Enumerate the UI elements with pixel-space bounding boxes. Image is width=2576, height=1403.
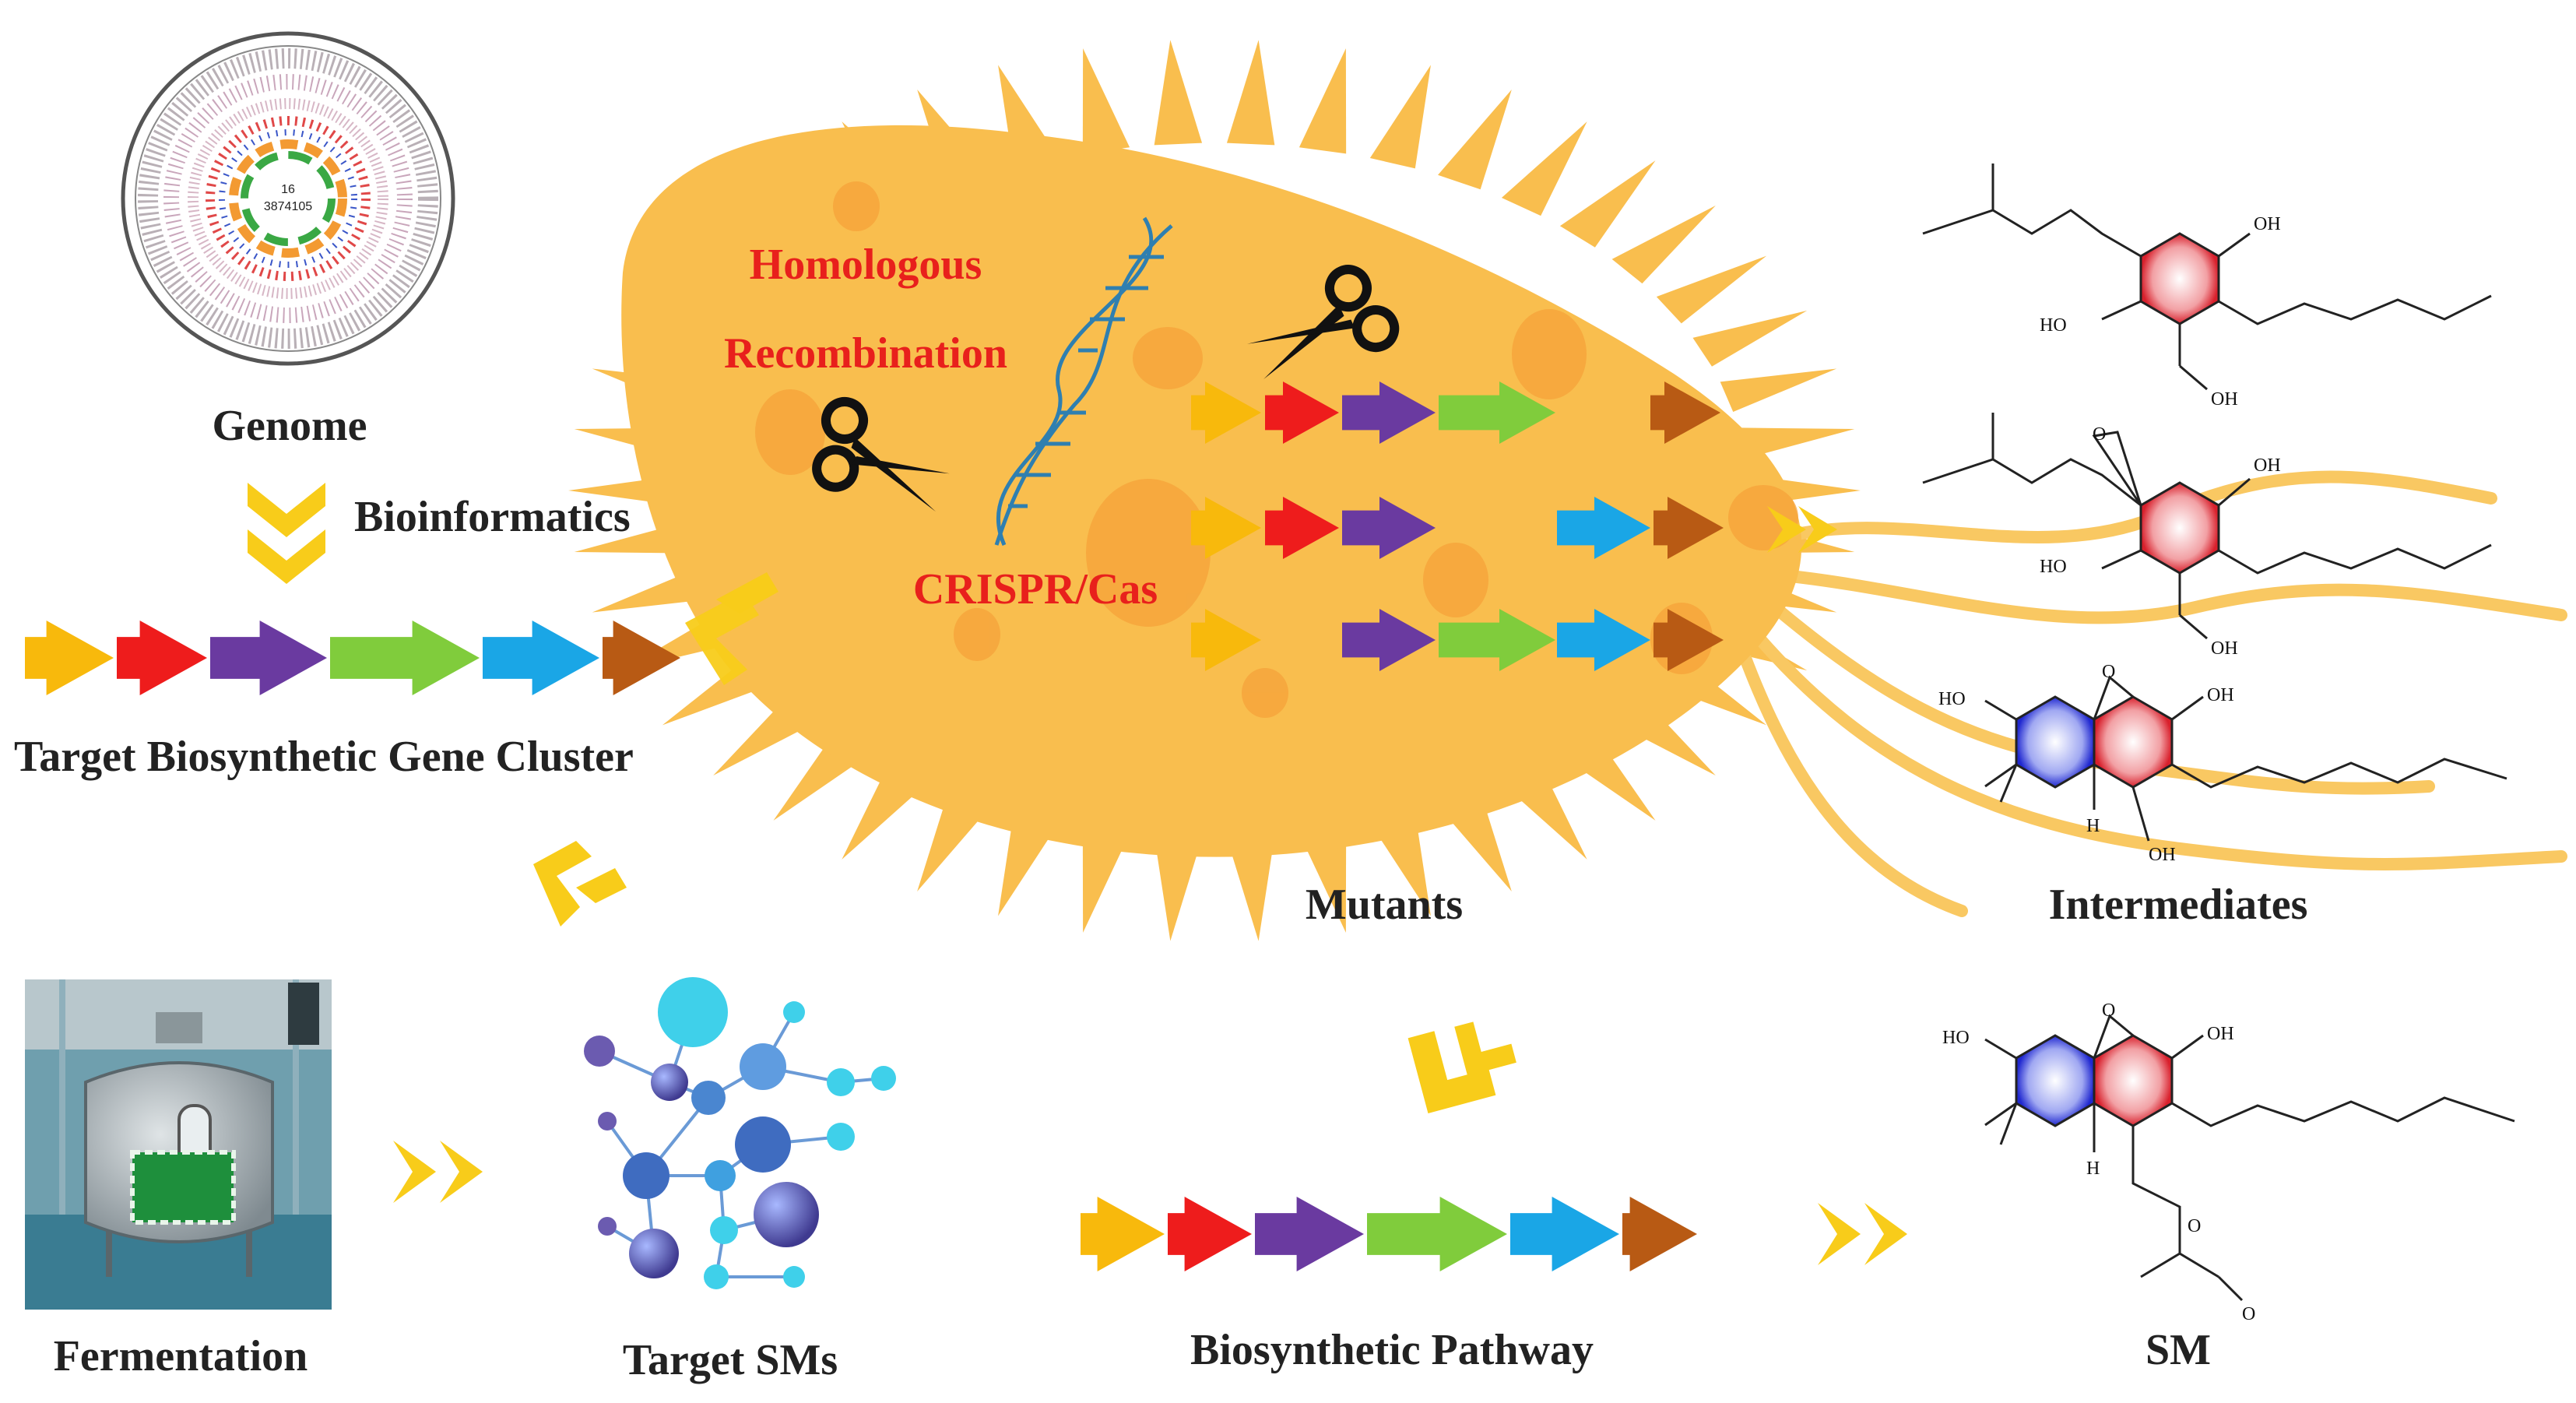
chevron-right-icon-2 <box>1767 506 1837 553</box>
label-intermediates: Intermediates <box>2049 881 2308 929</box>
cluster-gene-5 <box>483 621 599 695</box>
mutant-1-gene-3 <box>1342 382 1436 444</box>
label-genome: Genome <box>212 402 367 450</box>
mutant-gene-arrows <box>1191 382 1724 671</box>
chem-oh-2b: OH <box>2254 455 2281 476</box>
intermediate-structure-3 <box>1984 675 2507 842</box>
label-target-cluster: Target Biosynthetic Gene Cluster <box>14 733 634 781</box>
mutant-2-gene-1 <box>1191 497 1261 559</box>
cell-spike <box>1501 121 1587 216</box>
cell-spike <box>1226 40 1275 146</box>
mutant-1-gene-1 <box>1191 382 1261 444</box>
cell-spike <box>1438 90 1512 190</box>
genome-center-line1: 16 <box>281 183 295 196</box>
intermediate-structure-1 <box>1922 164 2492 391</box>
chem-o-2a: O <box>2093 424 2106 445</box>
cell-spike <box>1559 160 1656 248</box>
cluster-gene-4 <box>330 621 480 695</box>
bioreactor-icon <box>25 979 332 1310</box>
cell-spike <box>1299 827 1347 933</box>
chevron-right-icon <box>685 572 778 685</box>
cell-spike <box>1720 368 1837 412</box>
dna-helix-icon <box>994 216 1173 547</box>
chevron-left-icon <box>533 841 627 927</box>
scissors-icon-2 <box>1247 265 1400 380</box>
cluster-gene-3 <box>210 621 327 695</box>
cell-spike <box>1692 310 1808 367</box>
chem-ho-sm-a: HO <box>1942 1028 1970 1048</box>
sm-structure <box>1984 1014 2515 1302</box>
cell-body <box>621 125 1802 857</box>
chem-h-3d: H <box>2086 816 2100 836</box>
genome-center-line2: 3874105 <box>264 200 312 213</box>
chem-oh-1a: OH <box>2254 214 2281 234</box>
chem-o-3b: O <box>2102 662 2115 682</box>
mutant-2-gene-5 <box>1557 497 1650 559</box>
chem-ho-2c: HO <box>2040 557 2067 577</box>
label-homologous-2: Recombination <box>724 329 1007 378</box>
biosynthetic-pathway-arrows <box>1081 1197 1697 1271</box>
mutant-2-gene-2 <box>1265 497 1339 559</box>
label-sm: SM <box>2145 1326 2211 1374</box>
chem-oh-1c: OH <box>2211 389 2238 410</box>
cell-spike <box>1154 835 1203 941</box>
cell-spike <box>1656 255 1767 324</box>
chem-oh-3e: OH <box>2149 845 2176 865</box>
chem-oh-sm-c: OH <box>2207 1024 2234 1044</box>
cell-spike <box>1299 48 1347 154</box>
chevron-right-icon-3 <box>393 1141 483 1203</box>
cluster-gene-1 <box>25 621 114 695</box>
chem-oh-2d: OH <box>2211 638 2238 659</box>
mutant-3-gene-3 <box>1342 609 1436 671</box>
chem-ho-1b: HO <box>2040 315 2067 336</box>
pathway-gene-1 <box>1081 1197 1165 1271</box>
label-fermentation: Fermentation <box>54 1332 308 1380</box>
label-homologous-1: Homologous <box>750 241 982 289</box>
chem-o-sm-e: O <box>2188 1216 2201 1236</box>
mutant-1-gene-2 <box>1265 382 1339 444</box>
cluster-gene-2 <box>117 621 207 695</box>
pathway-gene-3 <box>1255 1197 1364 1271</box>
pathway-gene-5 <box>1510 1197 1619 1271</box>
mutant-3-gene-5 <box>1557 609 1650 671</box>
chem-o-sm-f: O <box>2242 1304 2255 1324</box>
chem-o-sm-b: O <box>2102 1000 2115 1021</box>
label-mutants: Mutants <box>1306 881 1463 929</box>
pathway-gene-2 <box>1168 1197 1252 1271</box>
chevron-down-icon <box>248 483 325 584</box>
label-pathway: Biosynthetic Pathway <box>1190 1326 1594 1374</box>
cluster-gene-6 <box>603 621 680 695</box>
cell-spike <box>1369 65 1431 169</box>
target-gene-cluster <box>25 621 680 695</box>
label-crispr: CRISPR/Cas <box>913 565 1158 614</box>
mutant-2-gene-3 <box>1342 497 1436 559</box>
cell-spike <box>1082 827 1130 933</box>
cell-spike <box>1154 40 1203 146</box>
label-bioinformatics: Bioinformatics <box>354 493 631 541</box>
mutant-3-gene-1 <box>1191 609 1261 671</box>
mutant-1-gene-6 <box>1650 382 1720 444</box>
intermediate-structure-2 <box>1922 413 2492 640</box>
cell-spike <box>1082 48 1130 154</box>
genome-map: 16 3874105 <box>121 31 455 366</box>
pathway-gene-4 <box>1367 1197 1507 1271</box>
cell-spike <box>1226 835 1275 941</box>
chevron-right-icon-4 <box>1818 1203 1907 1265</box>
chem-oh-3c: OH <box>2207 685 2234 705</box>
mutant-3-gene-6 <box>1653 609 1724 671</box>
pathway-gene-6 <box>1622 1197 1697 1271</box>
molecule-network-icon <box>584 977 896 1289</box>
mutant-2-gene-6 <box>1653 497 1724 559</box>
mutant-3-gene-4 <box>1439 609 1555 671</box>
chem-h-sm-d: H <box>2086 1159 2100 1179</box>
chevron-down-left-icon <box>1407 1021 1516 1113</box>
bacterial-cell <box>568 40 2567 941</box>
cell-spike <box>1738 427 1855 459</box>
label-target-sms: Target SMs <box>623 1336 838 1384</box>
mutant-1-gene-4 <box>1439 382 1555 444</box>
cell-spike <box>1611 205 1716 284</box>
scissors-icon <box>812 397 950 512</box>
chem-ho-3a: HO <box>1938 689 1966 709</box>
